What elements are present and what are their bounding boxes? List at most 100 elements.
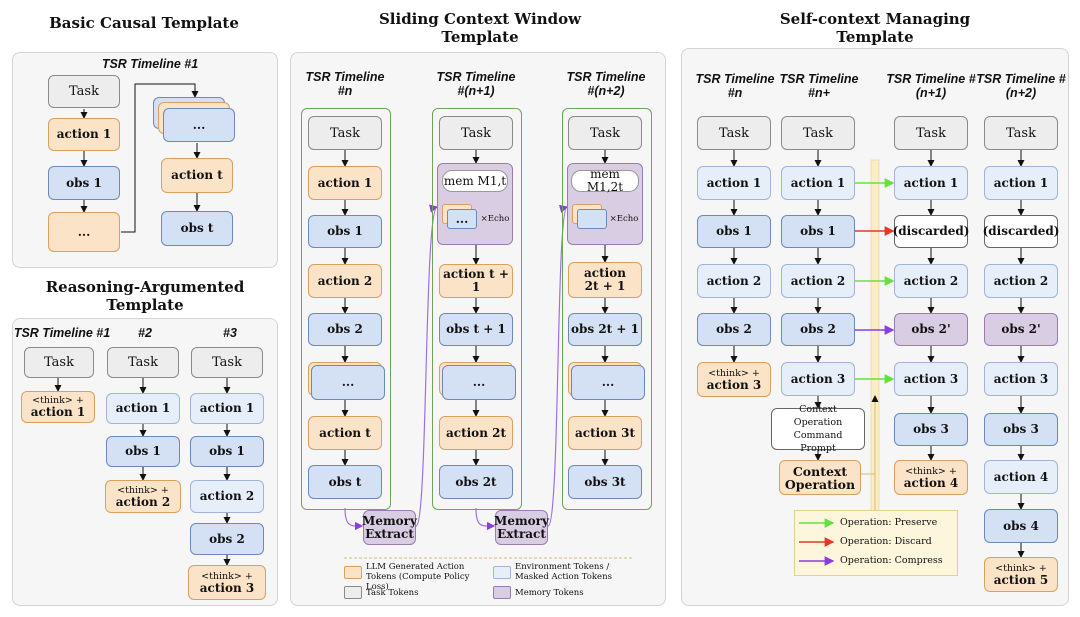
legend-task-text: Task Tokens xyxy=(366,588,419,598)
sliding-c2-echo-label: ×Echo xyxy=(480,213,510,224)
reasoning-action-3-label: action 3 xyxy=(199,580,255,595)
sc2-context-operation: Context Operation xyxy=(779,460,861,495)
sc3-discarded: (discarded) xyxy=(893,215,969,248)
sc4-task: Task xyxy=(984,116,1058,150)
reasoning-think-action-1: <think> + action 1 xyxy=(21,391,95,423)
sc4-discarded: (discarded) xyxy=(983,215,1059,248)
sliding-c3-echo-label: ×Echo xyxy=(609,213,639,224)
sliding-c3-ellipsis: ... xyxy=(571,365,645,400)
sliding-c2-obs-t1: obs t + 1 xyxy=(439,313,513,346)
sc4-obs-3: obs 3 xyxy=(984,413,1058,446)
reasoning-action-1-col2: action 1 xyxy=(106,393,180,424)
legend-discard: Operation: Discard xyxy=(840,536,932,547)
sliding-c1-obs-1: obs 1 xyxy=(308,215,382,248)
legend-env-swatch xyxy=(493,566,511,579)
sc2-task: Task xyxy=(781,116,855,150)
sliding-c1-obs-2: obs 2 xyxy=(308,313,382,346)
reasoning-obs-1-col3: obs 1 xyxy=(190,436,264,467)
sc2-action-3: action 3 xyxy=(781,362,855,396)
legend-llm-swatch xyxy=(344,566,362,579)
sc4-action-4: action 4 xyxy=(984,460,1058,494)
sc3-think: <think> + xyxy=(905,465,957,477)
sliding-c1-obs-t: obs t xyxy=(308,465,382,499)
sliding-c3-echo-front xyxy=(577,209,607,229)
selfctx-legend xyxy=(794,510,958,576)
basic-title: Basic Causal Template xyxy=(49,14,239,32)
sliding-c2-echo-dots: ... xyxy=(455,211,469,226)
sc3-action-4-label: action 4 xyxy=(903,475,959,490)
reasoning-think-1: <think> + xyxy=(32,395,84,406)
basic-stack-front: ... xyxy=(163,108,235,142)
sc3-task: Task xyxy=(894,116,968,150)
sc3-action-1: action 1 xyxy=(894,166,968,200)
legend-compress: Operation: Compress xyxy=(840,555,943,566)
legend-memory-text: Memory Tokens xyxy=(515,588,584,598)
sliding-window-1 xyxy=(301,108,391,510)
sliding-c1-action-t: action t xyxy=(308,416,382,450)
sc4-think: <think> + xyxy=(995,562,1047,574)
legend-memory-swatch xyxy=(493,586,511,599)
reasoning-action-1-col3: action 1 xyxy=(190,393,264,424)
legend-task-swatch xyxy=(344,586,362,599)
sliding-c2-task: Task xyxy=(439,116,513,150)
sc1-obs-1: obs 1 xyxy=(697,215,771,248)
selfctx-tl-nplus: TSR Timeline #n+ xyxy=(779,72,859,100)
reasoning-task-1: Task xyxy=(24,347,94,378)
sliding-c3-action-2t1: action 2t + 1 xyxy=(568,262,642,298)
reasoning-obs-1-col2: obs 1 xyxy=(106,436,180,467)
reasoning-obs-2-col3: obs 2 xyxy=(190,523,264,555)
sc2-obs-2: obs 2 xyxy=(781,313,855,346)
sliding-c1-action-1: action 1 xyxy=(308,166,382,200)
sc1-think: <think> + xyxy=(708,367,760,379)
reasoning-task-2: Task xyxy=(107,347,179,378)
legend-env-text: Environment Tokens / Masked Action Token… xyxy=(515,562,612,582)
sliding-title: Sliding Context Window Template xyxy=(378,10,582,46)
sliding-c3-action-2t1-b: 2t + 1 xyxy=(584,279,626,293)
sliding-c2-mem-label: mem M1,t xyxy=(442,170,508,192)
sliding-c3-action-3t: action 3t xyxy=(568,416,642,450)
sc4-action-5-label: action 5 xyxy=(993,572,1049,587)
basic-stack-text: ... xyxy=(192,117,206,132)
sliding-c2-echo-front: ... xyxy=(447,209,477,229)
sc3-action-2: action 2 xyxy=(894,264,968,298)
sc4-obs-2p: obs 2' xyxy=(984,313,1058,346)
sliding-window-2 xyxy=(432,108,522,510)
reasoning-tl1: TSR Timeline #1 xyxy=(13,326,111,340)
reasoning-think-3: <think> + xyxy=(201,570,253,582)
sc3-action-3: action 3 xyxy=(894,362,968,396)
basic-action-t: action t xyxy=(161,158,233,193)
sc3-think-action-4: <think> + action 4 xyxy=(894,460,968,495)
legend-llm-text: LLM Generated Action Tokens (Compute Pol… xyxy=(366,562,470,592)
legend-preserve: Operation: Preserve xyxy=(840,517,938,528)
sliding-c2-ellipsis: ... xyxy=(442,365,516,400)
sc2-command-prompt: Context Operation Command Prompt xyxy=(771,404,865,454)
sliding-c1-action-2: action 2 xyxy=(308,264,382,298)
sliding-tl-n2: TSR Timeline #(n+2) xyxy=(566,70,646,98)
sc4-think-action-5: <think> + action 5 xyxy=(984,557,1058,592)
reasoning-title: Reasoning-Argumented Template xyxy=(45,278,245,314)
sc2-action-2: action 2 xyxy=(781,264,855,298)
selfctx-tl-n: TSR Timeline #n xyxy=(695,72,775,100)
reasoning-action-1-label: action 1 xyxy=(30,405,86,419)
sliding-c3-obs-2t1: obs 2t + 1 xyxy=(568,313,642,346)
sliding-c2-obs-2t: obs 2t xyxy=(439,465,513,499)
reasoning-tl3: #3 xyxy=(223,326,237,340)
sliding-c3-action-2t1-a: action xyxy=(584,266,626,280)
sc1-action-2: action 2 xyxy=(697,264,771,298)
sliding-c3-obs-3t: obs 3t xyxy=(568,465,642,499)
basic-ellipsis: ... xyxy=(48,212,120,252)
sc4-action-1: action 1 xyxy=(984,166,1058,200)
sc3-obs-3: obs 3 xyxy=(894,413,968,446)
reasoning-action-2-label: action 2 xyxy=(115,494,171,509)
basic-action-1: action 1 xyxy=(48,118,120,151)
sliding-c3-mem-label: mem M1,2t xyxy=(571,168,639,194)
sliding-c2-action-t1: action t + 1 xyxy=(439,264,513,298)
reasoning-think-action-2: <think> + action 2 xyxy=(105,480,181,513)
basic-obs-t: obs t xyxy=(161,211,233,246)
basic-obs-1: obs 1 xyxy=(48,166,120,200)
sc1-think-action-3: <think> + action 3 xyxy=(697,362,771,397)
basic-timeline-label: TSR Timeline #1 xyxy=(101,57,199,71)
sliding-c1-task: Task xyxy=(308,116,382,150)
reasoning-think-action-3: <think> + action 3 xyxy=(188,565,266,600)
